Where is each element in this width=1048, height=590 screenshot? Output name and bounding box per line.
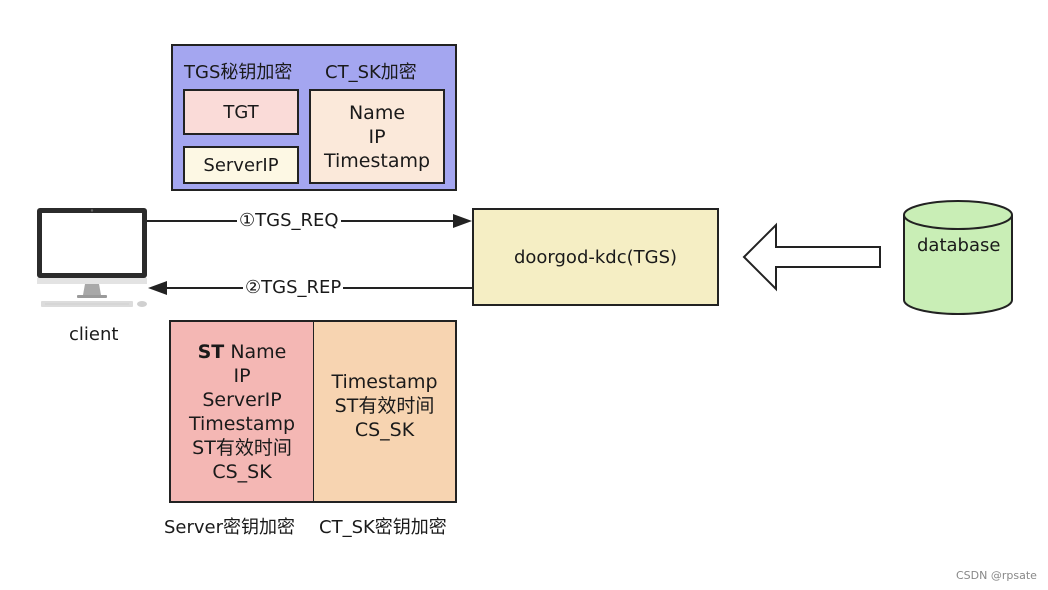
authenticator-box: Name IP Timestamp xyxy=(309,89,445,184)
st-title-bold: ST xyxy=(197,340,225,363)
monitor-screen xyxy=(42,213,142,273)
reply-arrow-label: ②TGS_REP xyxy=(243,277,344,298)
client-computer-icon xyxy=(37,208,147,307)
authenticator-name: Name xyxy=(348,101,406,124)
server-ip-label: ServerIP xyxy=(203,154,279,176)
tgt-box: TGT xyxy=(183,89,299,135)
st-title: ST Name xyxy=(198,340,287,364)
ctsk-line: CS_SK xyxy=(354,418,415,441)
database-to-kdc-block-arrow xyxy=(742,222,881,292)
kdc-tgs-box: doorgod-kdc(TGS) xyxy=(472,208,719,306)
st-title-rest: Name xyxy=(224,340,287,363)
reply-arrowhead xyxy=(148,281,167,295)
ct-sk-key-encryption-label: CT_SK密钥加密 xyxy=(319,517,447,538)
st-line: IP xyxy=(233,364,251,387)
monitor-chin xyxy=(37,278,147,284)
request-arrow-label: ①TGS_REQ xyxy=(237,210,341,231)
tgs-key-encryption-label: TGS秘钥加密 xyxy=(184,62,293,83)
kdc-label: doorgod-kdc(TGS) xyxy=(513,246,678,268)
authenticator-timestamp: Timestamp xyxy=(323,149,431,172)
mouse xyxy=(137,301,147,307)
request-arrowhead xyxy=(453,214,472,228)
authenticator-ip: IP xyxy=(368,125,386,148)
server-key-encryption-label: Server密钥加密 xyxy=(164,517,296,538)
st-line: Timestamp xyxy=(188,412,296,435)
monitor-camera xyxy=(90,209,94,212)
ctsk-line: Timestamp xyxy=(331,370,438,393)
server-ip-box: ServerIP xyxy=(183,146,299,184)
stand-base xyxy=(77,295,107,298)
st-line: CS_SK xyxy=(212,460,272,483)
ctsk-line: ST有效时间 xyxy=(334,394,435,417)
service-ticket-box: ST Name IP ServerIP Timestamp ST有效时间 CS_… xyxy=(169,320,314,503)
ct-sk-reply-box: Timestamp ST有效时间 CS_SK xyxy=(313,320,457,503)
client-label: client xyxy=(69,324,119,345)
database-label: database xyxy=(917,235,1001,256)
tgt-label: TGT xyxy=(223,101,259,123)
database-cylinder-icon xyxy=(903,200,1013,315)
ct-sk-encryption-label: CT_SK加密 xyxy=(325,62,417,83)
st-line: ServerIP xyxy=(202,388,282,411)
monitor-stand xyxy=(83,284,101,295)
st-line: ST有效时间 xyxy=(192,436,292,459)
watermark: CSDN @rpsate xyxy=(956,569,1037,582)
